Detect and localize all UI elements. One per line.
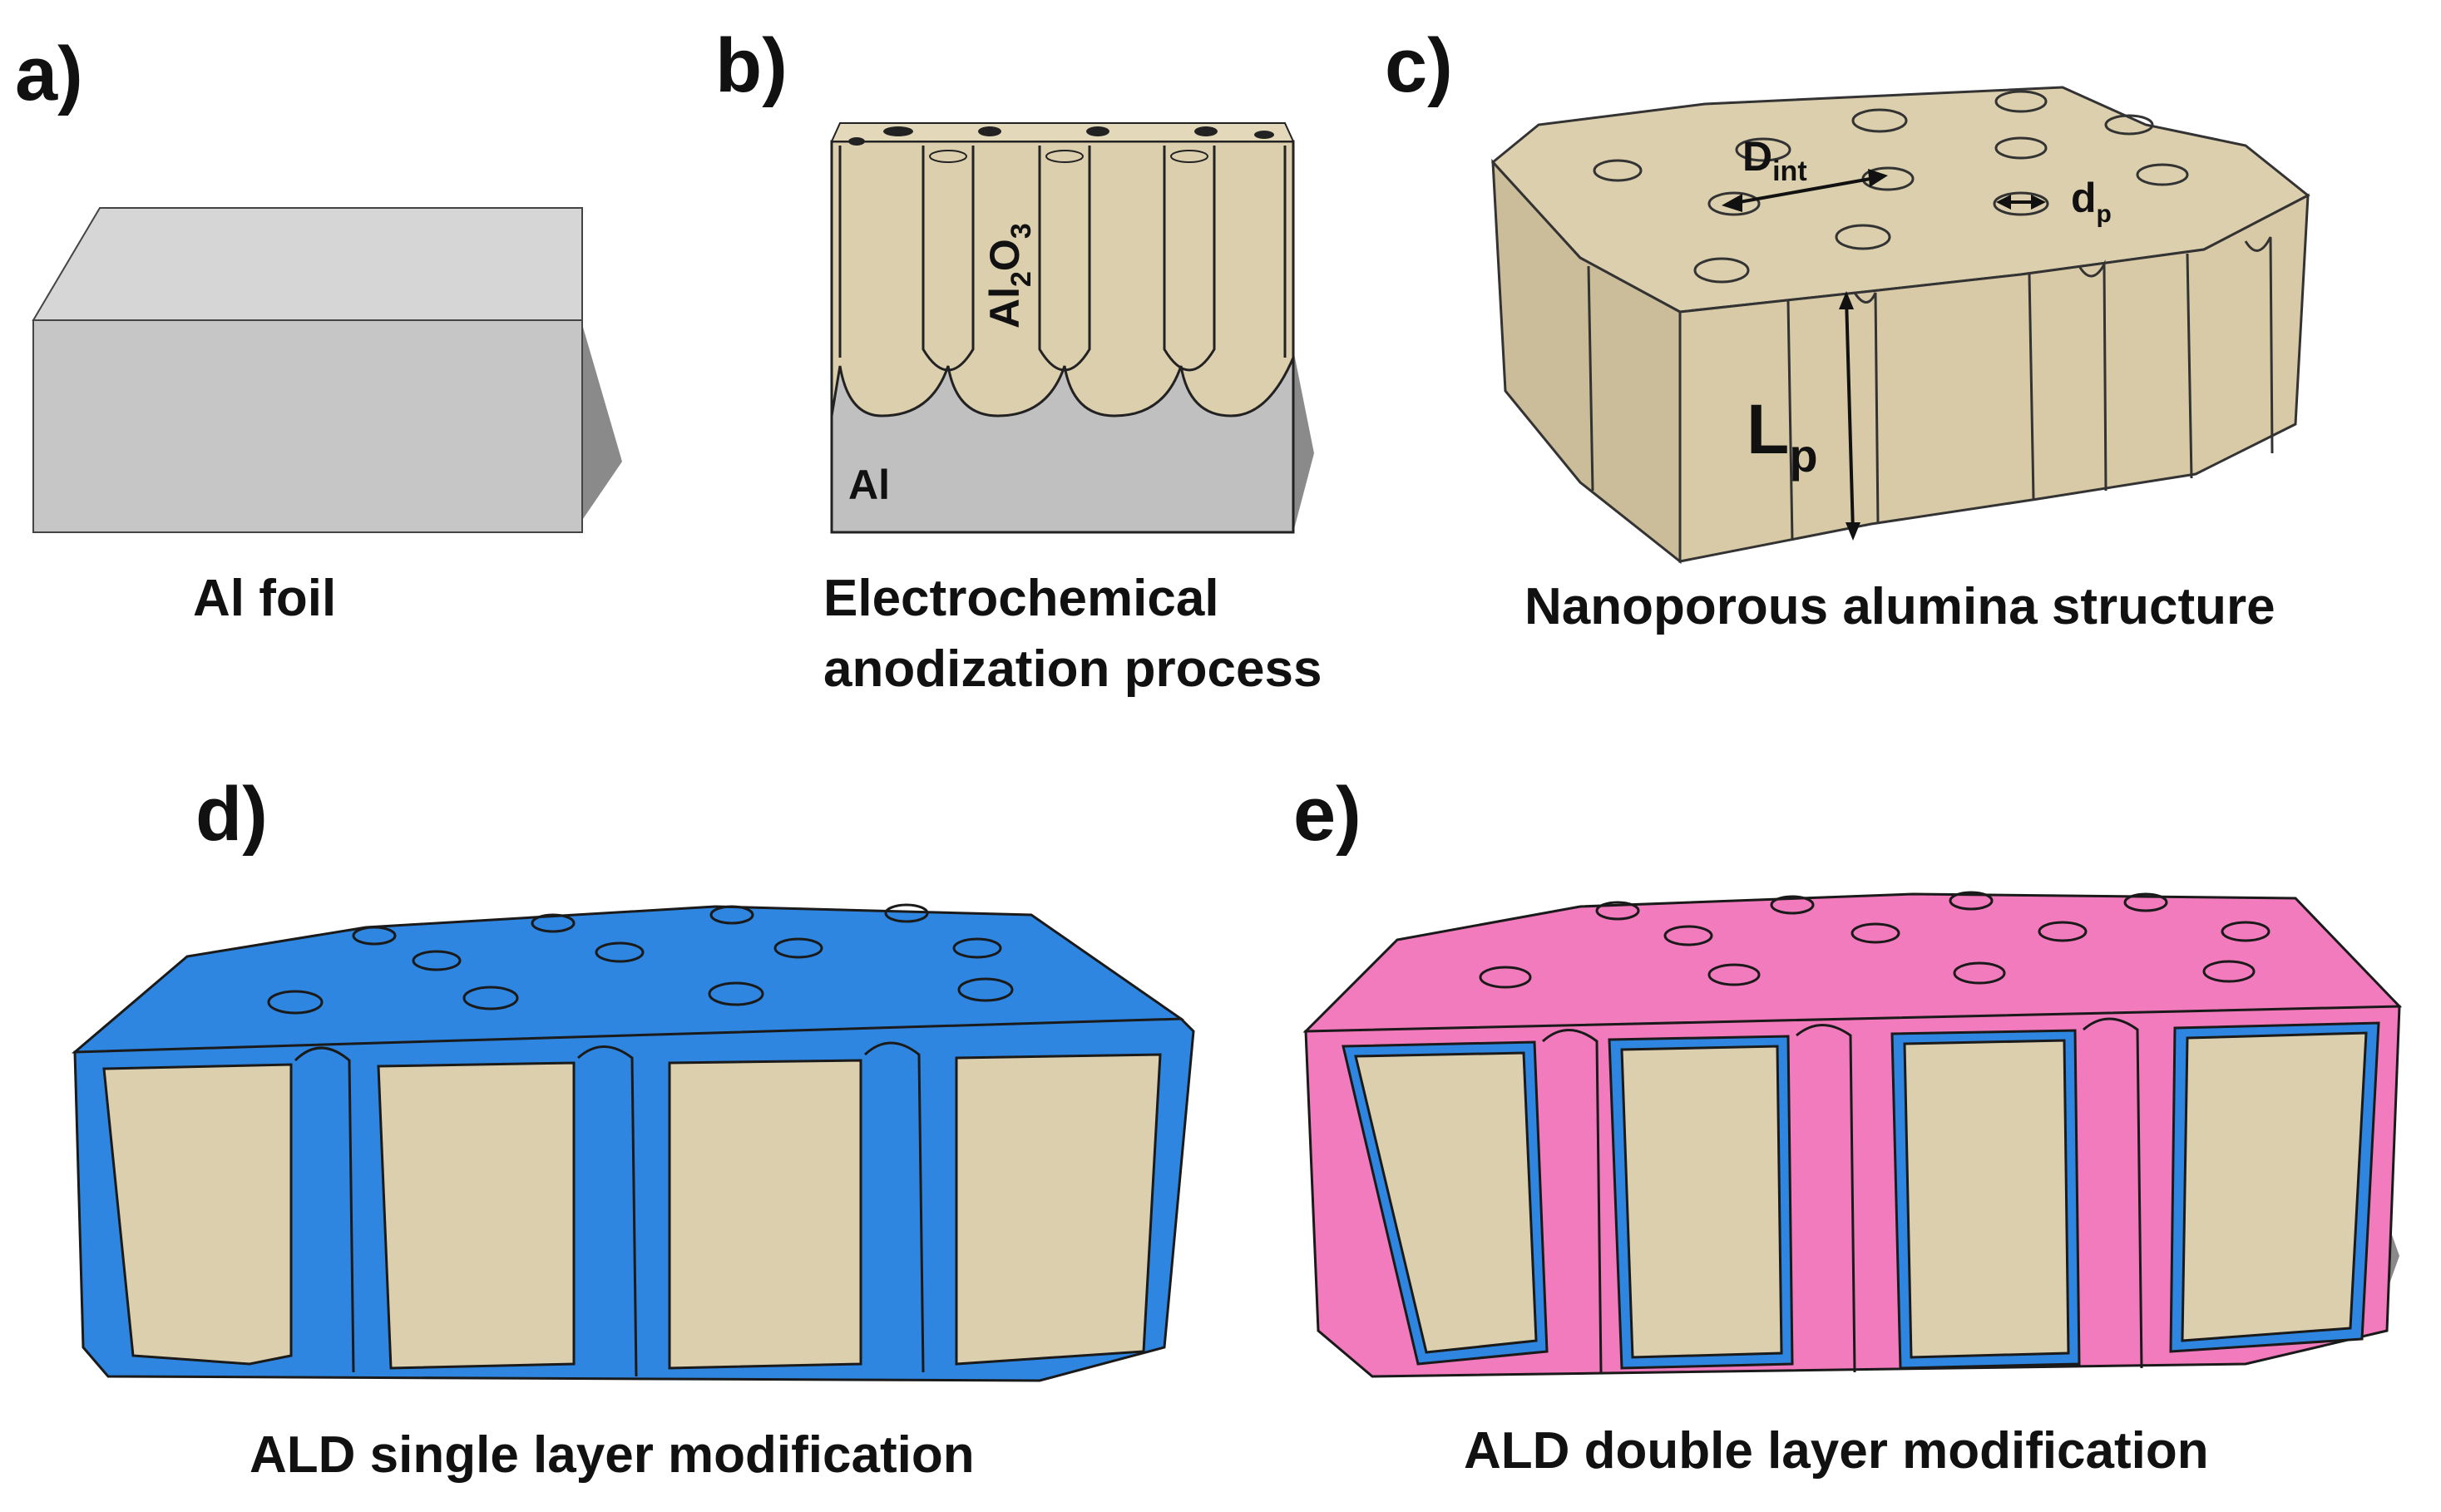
panel-c-letter: c) <box>1385 23 1453 108</box>
panel-c-caption: Nanoporous alumina structure <box>1524 578 2275 635</box>
foil-front-face <box>32 319 583 533</box>
panel-b: b) Al2O3 Al Electrochemic <box>715 23 1322 698</box>
panel-b-caption-line2: anodization process <box>823 640 1322 698</box>
oxide-top-surface <box>830 122 1295 142</box>
pore-openings <box>848 126 1274 163</box>
panel-b-letter: b) <box>715 23 788 108</box>
panel-a-letter: a) <box>15 32 83 116</box>
panel-d-caption: ALD single layer modification <box>250 1426 975 1484</box>
oxide-label: Al2O3 <box>981 223 1037 329</box>
pore-channels <box>838 146 1287 372</box>
panel-a-caption: Al foil <box>193 570 336 627</box>
panel-c: c) <box>1385 23 2310 635</box>
anodized-block-shadow <box>1293 349 1314 532</box>
ald-single-core-panels <box>102 1053 1162 1370</box>
l-p-label: Lp <box>1747 390 1818 482</box>
panel-e-caption: ALD double layer modification <box>1464 1422 2209 1480</box>
foil-top-face <box>32 207 583 321</box>
dimension-arrows <box>1722 169 2046 541</box>
ald-double-core-panels <box>1342 1021 2380 1370</box>
alumina-front-face <box>1678 193 2310 563</box>
d-int-label: Dint <box>1742 133 1807 187</box>
ald-double-channels <box>1541 1017 2143 1373</box>
panel-a: a) Al foil <box>15 32 622 627</box>
panel-b-caption-line1: Electrochemical <box>823 570 1219 627</box>
panel-d-letter: d) <box>195 772 268 857</box>
panel-e: e) <box>1293 772 2403 1480</box>
ald-single-channels <box>294 1041 925 1377</box>
metal-label: Al <box>848 462 890 508</box>
foil-shadow <box>574 324 622 532</box>
d-p-label: dp <box>2071 175 2112 228</box>
alumina-channels <box>1587 236 2274 541</box>
panel-e-letter: e) <box>1293 772 1361 857</box>
ald-double-pores <box>1479 891 2271 989</box>
ald-single-pores <box>267 903 1014 1015</box>
panel-d: d) <box>71 772 1195 1484</box>
